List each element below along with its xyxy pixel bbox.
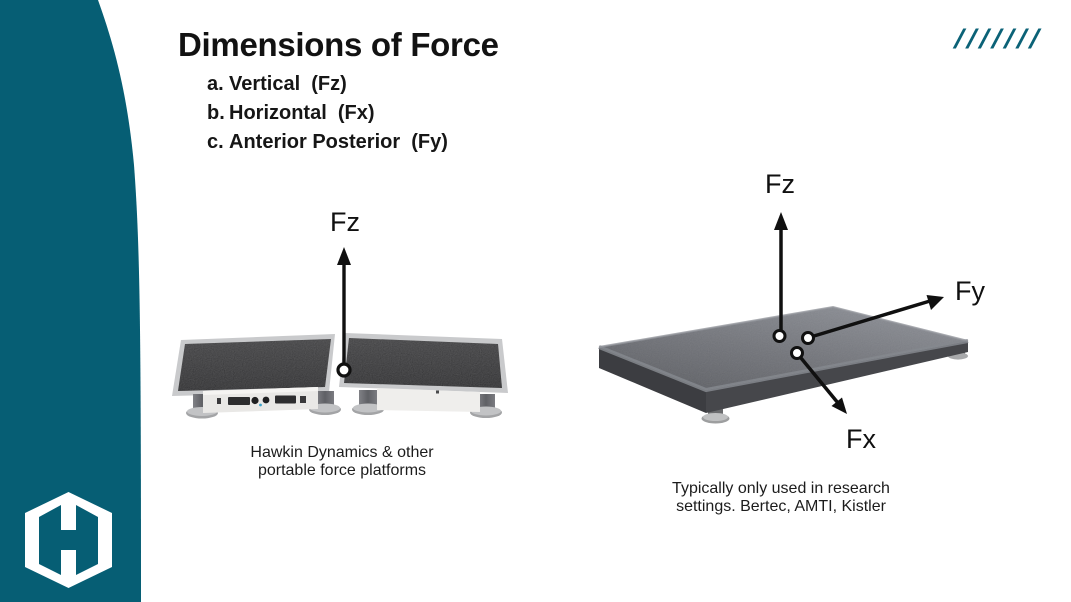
fy-arrow	[801, 295, 944, 345]
right-fx-axis-label: Fx	[846, 424, 876, 454]
left-figure-caption: Hawkin Dynamics & other portable force p…	[232, 444, 452, 479]
portable-force-platforms-image	[172, 247, 508, 419]
list-label: Vertical (Fz)	[229, 73, 347, 95]
list-item-vertical: a. Vertical (Fz)	[207, 70, 448, 99]
caption-line: portable force platforms	[257, 461, 427, 479]
fz-arrow	[336, 247, 352, 378]
caption-line: Typically only used in research	[672, 480, 890, 497]
list-item-anterior-posterior: c. Anterior Posterior (Fy)	[207, 128, 448, 157]
force-dimension-list: a. Vertical (Fz) b. Horizontal (Fx) c. A…	[207, 70, 448, 157]
force-platform-left	[172, 334, 341, 419]
decorative-slashes: ///////	[953, 24, 1046, 54]
teal-side-shape	[0, 0, 141, 602]
list-label: Anterior Posterior (Fy)	[229, 131, 448, 153]
logo-h-icon	[39, 505, 98, 575]
right-figure-caption: Typically only used in research settings…	[651, 480, 911, 515]
force-platform-right	[339, 333, 508, 418]
fz-arrow	[772, 212, 788, 343]
left-fz-axis-label: Fz	[330, 207, 360, 237]
list-item-horizontal: b. Horizontal (Fx)	[207, 99, 448, 128]
list-marker: a.	[207, 73, 224, 95]
caption-line: settings. Bertec, AMTI, Kistler	[676, 497, 886, 515]
right-fz-axis-label: Fz	[765, 169, 795, 199]
hawkin-dynamics-logo	[25, 492, 112, 588]
list-marker: b.	[207, 102, 225, 124]
right-fy-axis-label: Fy	[955, 276, 985, 306]
force-application-point	[801, 331, 815, 345]
caption-line: Hawkin Dynamics & other	[250, 444, 434, 461]
research-force-plate-image	[598, 212, 969, 424]
force-application-point	[790, 346, 804, 360]
list-label: Horizontal (Fx)	[229, 102, 375, 124]
force-plate	[598, 305, 969, 424]
force-application-point	[772, 329, 787, 343]
fx-arrow	[790, 346, 847, 414]
force-application-point	[336, 362, 352, 378]
slide-title: Dimensions of Force	[178, 26, 499, 63]
list-marker: c.	[207, 131, 224, 153]
